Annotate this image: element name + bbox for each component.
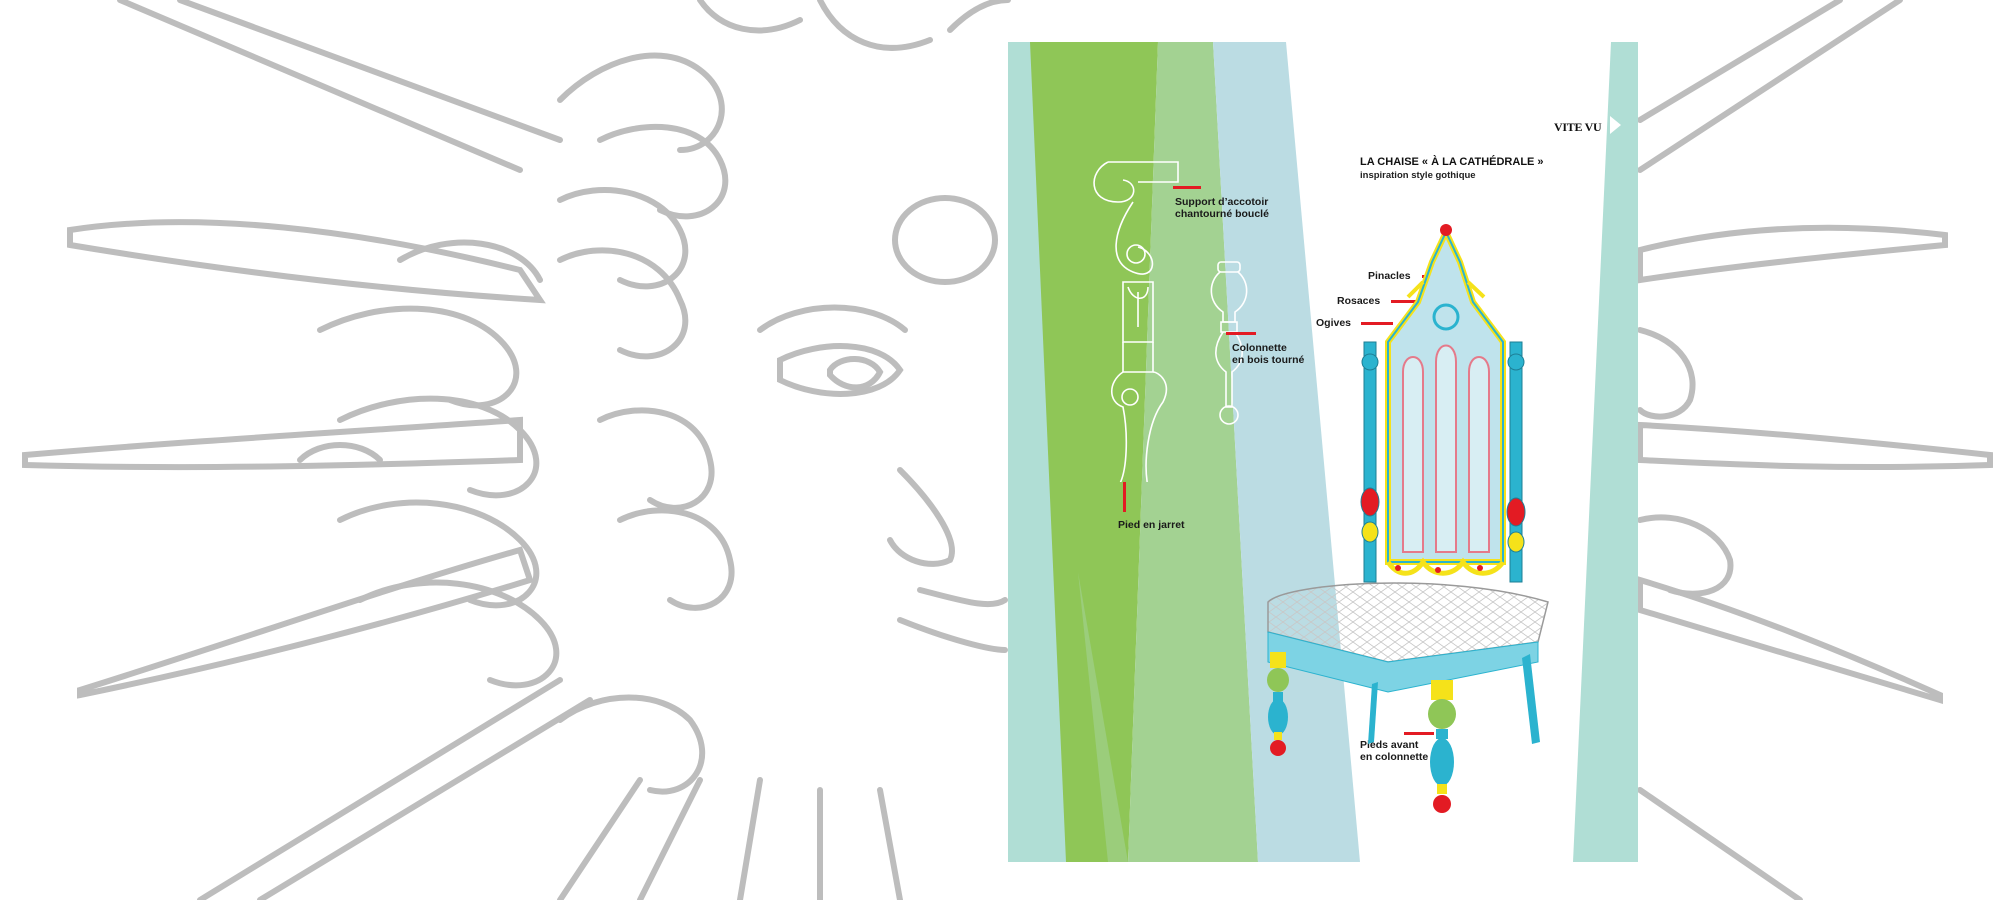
label-ogives: Ogives <box>1316 317 1352 329</box>
page-title: LA CHAISE « À LA CATHÉDRALE » <box>1360 156 1544 168</box>
ogives-pointer <box>1361 322 1393 325</box>
armrest-and-leg-sketch-icon <box>1093 161 1248 482</box>
label-pied-jarret: Pied en jarret <box>1118 519 1185 531</box>
label-colonnette: Colonnette en bois tourné <box>1232 342 1305 366</box>
label-rosaces: Rosaces <box>1337 295 1381 307</box>
pied-jarret-pointer <box>1123 482 1126 512</box>
colonnette-pointer <box>1226 332 1256 335</box>
label-support-accotoir: Support d’accotoir chantourné bouclé <box>1175 196 1269 220</box>
rosaces-pointer <box>1391 300 1423 303</box>
section-tag: VITE VU <box>1554 120 1602 134</box>
label-pinacles: Pinacles <box>1368 270 1411 282</box>
pieds-avant-pointer <box>1404 732 1434 735</box>
section-arrow-icon <box>1610 116 1621 134</box>
gothic-chair-icon <box>1267 224 1549 813</box>
label-pieds-avant: Pieds avant en colonnette <box>1360 739 1429 763</box>
support-pointer <box>1173 186 1201 189</box>
magazine-page: VITE VU LA CHAISE « À LA CATHÉDRALE » in… <box>1008 42 1638 862</box>
page-subtitle: inspiration style gothique <box>1360 170 1476 181</box>
